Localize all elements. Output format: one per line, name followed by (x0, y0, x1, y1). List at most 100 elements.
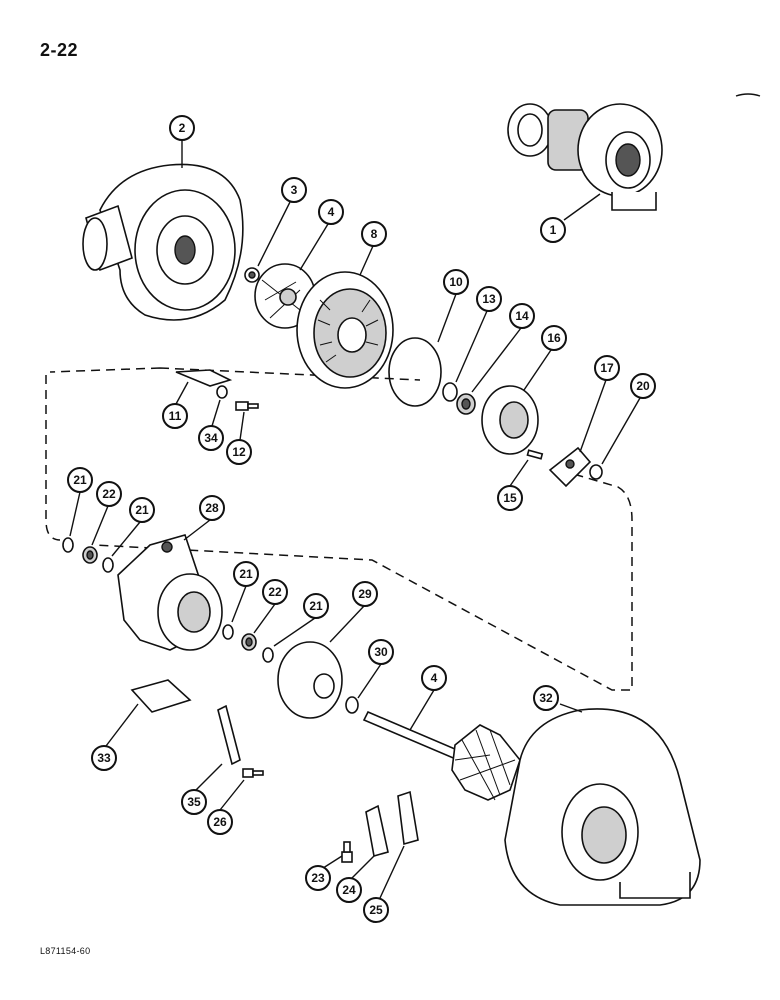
leader-22a (91, 505, 109, 546)
part-backplate (296, 271, 394, 389)
callout-8: 8 (361, 221, 387, 247)
callout-21: 21 (67, 467, 93, 493)
part-turbine-wheel-shaft (362, 710, 521, 801)
callout-21: 21 (303, 593, 329, 619)
leader-33 (105, 703, 139, 747)
leader-17 (579, 379, 607, 453)
callout-21: 21 (233, 561, 259, 587)
callout-label: 21 (309, 599, 323, 613)
callout-22: 22 (262, 579, 288, 605)
part-washer-20 (589, 464, 603, 480)
callout-12: 12 (226, 439, 252, 465)
part-sleeve (456, 393, 476, 415)
part-bearing-22a (82, 546, 98, 564)
part-clamp-plate-35 (217, 704, 241, 766)
callout-16: 16 (541, 325, 567, 351)
part-turbocharger-assembly (507, 103, 663, 211)
part-bolt-26 (242, 768, 264, 778)
callout-label: 4 (328, 205, 335, 219)
callout-32: 32 (533, 685, 559, 711)
leader-12 (239, 411, 245, 441)
callout-29: 29 (352, 581, 378, 607)
leader-28 (183, 519, 211, 541)
callout-label: 20 (636, 379, 650, 393)
part-retaining-ring-21b (102, 557, 114, 573)
callout-label: 34 (204, 431, 218, 445)
callout-label: 4 (431, 671, 438, 685)
leader-3 (257, 201, 291, 267)
callout-label: 33 (97, 751, 111, 765)
callout-14: 14 (509, 303, 535, 329)
leader-34 (211, 399, 221, 427)
part-screw-15 (526, 449, 544, 460)
callout-4: 4 (421, 665, 447, 691)
callout-10: 10 (443, 269, 469, 295)
leader-15 (509, 459, 529, 487)
callout-15: 15 (497, 485, 523, 511)
callout-label: 22 (102, 487, 116, 501)
leader-10 (437, 293, 457, 343)
part-washer-34 (216, 385, 228, 399)
callout-28: 28 (199, 495, 225, 521)
callout-34: 34 (198, 425, 224, 451)
leader-21d (273, 617, 316, 647)
leader-21b (111, 521, 141, 557)
callout-30: 30 (368, 639, 394, 665)
part-seal-plate (481, 385, 539, 455)
leader-14 (471, 327, 522, 393)
leader-4a (299, 223, 329, 271)
callout-label: 17 (600, 361, 614, 375)
leader-lines (69, 140, 641, 899)
leader-11 (175, 381, 189, 405)
callout-label: 22 (268, 585, 282, 599)
callout-23: 23 (305, 865, 331, 891)
part-o-ring (388, 337, 442, 407)
part-clamp-plate-11 (175, 369, 233, 387)
callout-label: 14 (515, 309, 529, 323)
callout-label: 23 (311, 871, 325, 885)
part-heat-shield (277, 641, 343, 719)
part-gasket (130, 679, 192, 713)
part-ring-13 (442, 382, 458, 402)
callout-25: 25 (363, 897, 389, 923)
callout-label: 16 (547, 331, 561, 345)
callout-33: 33 (91, 745, 117, 771)
callout-label: 15 (503, 491, 517, 505)
leader-1 (563, 193, 601, 221)
leader-25 (379, 845, 405, 899)
assembly-dashed-outline (45, 367, 633, 691)
callout-label: 21 (239, 567, 253, 581)
leader-32 (559, 703, 583, 713)
part-bearing-22b (241, 633, 257, 651)
callout-label: 8 (371, 227, 378, 241)
callout-label: 30 (374, 645, 388, 659)
callout-20: 20 (630, 373, 656, 399)
callout-21: 21 (129, 497, 155, 523)
page-number: 2-22 (40, 40, 79, 60)
callouts: 2 3 4 8 10 13 14 16 17 20 11 34 12 15 1 … (67, 115, 656, 923)
leader-26 (219, 779, 245, 811)
callout-35: 35 (181, 789, 207, 815)
part-bolt-23 (341, 841, 353, 863)
callout-3: 3 (281, 177, 307, 203)
callout-24: 24 (336, 877, 362, 903)
callout-17: 17 (594, 355, 620, 381)
callout-13: 13 (476, 286, 502, 312)
callout-label: 24 (342, 883, 356, 897)
callout-label: 28 (205, 501, 219, 515)
callout-label: 1 (550, 223, 557, 237)
callout-label: 13 (482, 292, 496, 306)
callout-label: 3 (291, 183, 298, 197)
scan-mark (735, 93, 761, 97)
part-retaining-ring-21a (62, 537, 74, 553)
callout-4: 4 (318, 199, 344, 225)
leader-35 (195, 763, 223, 791)
callout-2: 2 (169, 115, 195, 141)
part-compressor-housing (82, 163, 244, 321)
callout-label: 10 (449, 275, 463, 289)
callout-label: 26 (213, 815, 227, 829)
callout-1: 1 (540, 217, 566, 243)
callout-label: 25 (369, 903, 383, 917)
leader-16 (523, 349, 552, 391)
